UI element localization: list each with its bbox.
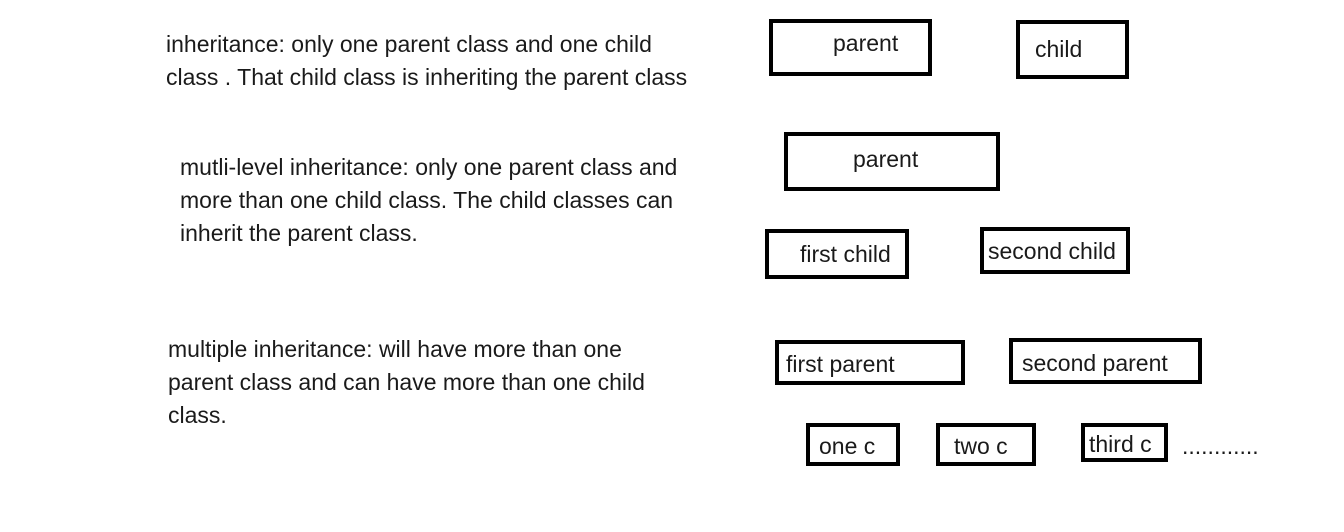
child-box: child [1016,20,1129,79]
first-child-box: first child [765,229,909,279]
second-parent-box: second parent [1009,338,1202,384]
ellipsis: ............ [1182,433,1259,459]
description-line: class . That child class is inheriting t… [166,64,688,90]
parent-box: parent [769,19,932,76]
description-line: parent class and can have more than one … [168,369,645,395]
box-label: parent [833,30,899,56]
description-line: more than one child class. The child cla… [180,187,674,213]
description-line: multiple inheritance: will have more tha… [168,336,622,362]
box-label: child [1035,36,1083,62]
two-c-box: two c [936,423,1036,466]
box-label: first child [800,241,891,267]
multilevel-inheritance-description: mutli-level inheritance: only one parent… [180,151,677,250]
one-c-box: one c [806,423,900,466]
multiple-inheritance-description: multiple inheritance: will have more tha… [168,333,645,432]
box-label: third c [1089,431,1152,457]
description-line: mutli-level inheritance: only one parent… [180,154,678,180]
description-line: inheritance: only one parent class and o… [166,31,652,57]
box-label: first parent [786,351,895,377]
description-line: inherit the parent class. [180,220,418,246]
parent-box: parent [784,132,1000,191]
box-label: second parent [1022,350,1168,376]
description-line: class. [168,402,227,428]
box-label: one c [819,433,876,459]
box-label: two c [954,433,1008,459]
third-c-box: third c [1081,423,1168,462]
first-parent-box: first parent [775,340,965,385]
second-child-box: second child [980,227,1130,274]
box-label: second child [988,238,1116,264]
inheritance-description: inheritance: only one parent class and o… [166,28,687,94]
box-label: parent [853,146,919,172]
